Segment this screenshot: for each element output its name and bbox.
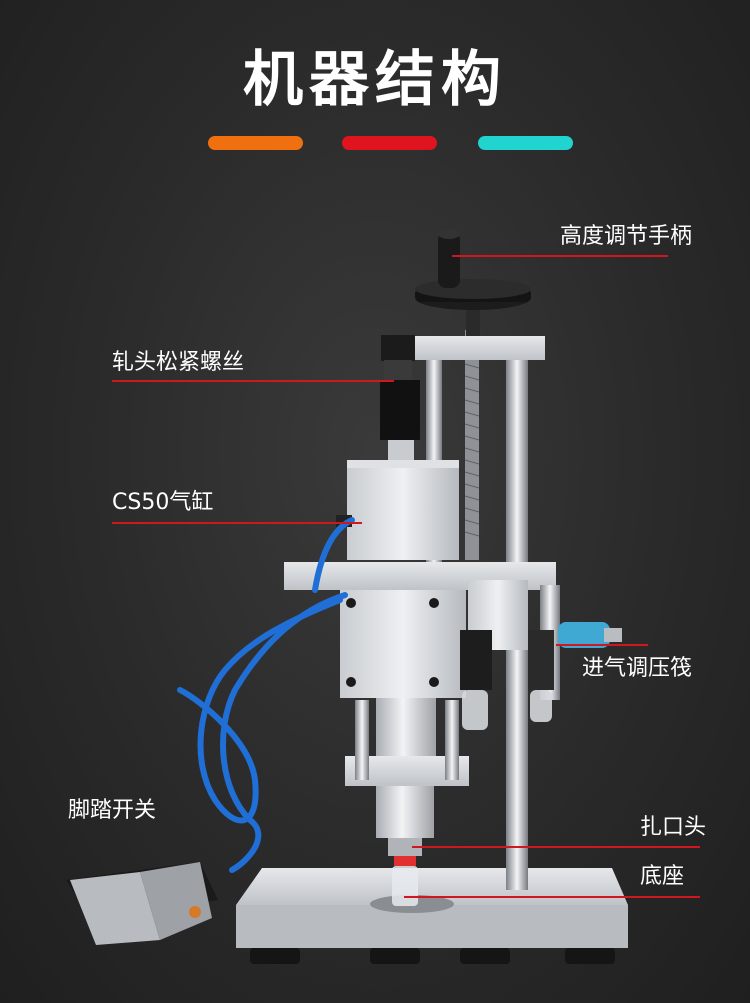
base-plate [236, 868, 628, 964]
air-cylinder [336, 460, 459, 560]
label-height-handle: 高度调节手柄 [560, 224, 693, 249]
callout-line-height-handle [452, 255, 668, 257]
label-base: 底座 [640, 864, 685, 889]
callout-line-capping-head [412, 846, 700, 848]
accent-bar-cyan [478, 136, 573, 150]
handwheel [415, 229, 531, 336]
callout-line-cylinder [112, 522, 362, 524]
foot-pedal [66, 862, 218, 945]
label-pressure-valve: 进气调压筏 [582, 656, 693, 681]
main-block [340, 580, 528, 698]
label-capping-head: 扎口头 [640, 815, 707, 840]
label-cylinder: CS50气缸 [112, 490, 214, 515]
callout-line-pressure-valve [556, 644, 648, 646]
lead-screw [464, 330, 480, 560]
page-title: 机器结构 [243, 45, 507, 115]
accent-bar-red [342, 136, 437, 150]
pressure-regulator [460, 622, 622, 730]
callout-line-chuck-screw [112, 380, 394, 382]
spindle [345, 698, 469, 906]
callout-line-base [404, 896, 700, 898]
label-foot-pedal: 脚踏开关 [68, 798, 157, 823]
accent-bar-orange [208, 136, 303, 150]
label-chuck-screw: 轧头松紧螺丝 [112, 350, 245, 375]
chuck-screw [380, 335, 420, 462]
